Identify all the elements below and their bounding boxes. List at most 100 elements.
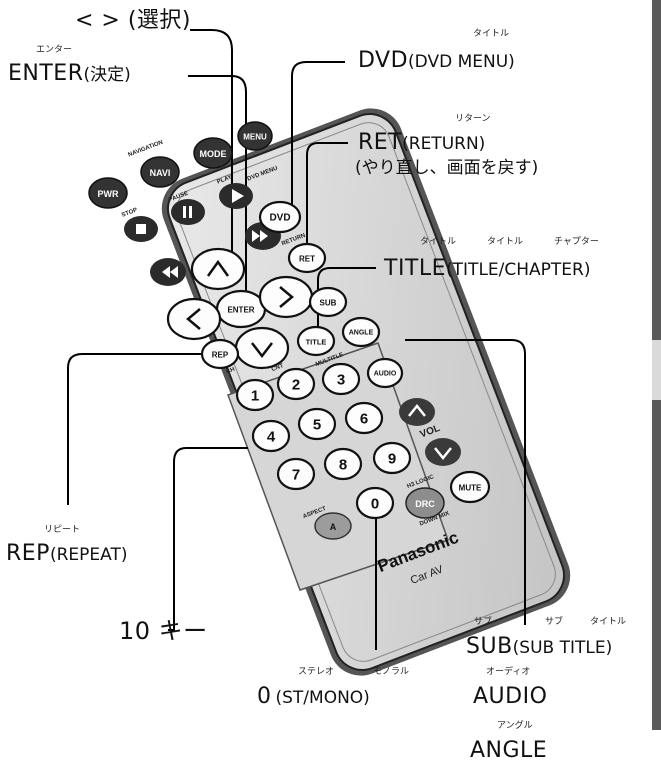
leader-10key	[168, 447, 248, 631]
leader-sub	[405, 339, 526, 625]
stop-label: STOP	[121, 207, 138, 218]
menu-label: MENU	[243, 133, 267, 142]
a-button	[314, 512, 352, 540]
angle-callout: ANGLE	[470, 738, 548, 763]
num4-button	[251, 419, 291, 453]
ret-callout: RET(RETURN)	[358, 132, 485, 154]
audio-button	[366, 357, 404, 389]
rep-callout: REP(REPEAT)	[6, 543, 127, 565]
num8-label: 8	[339, 457, 347, 474]
dvd-callout: DVD(DVD MENU)	[358, 50, 515, 72]
leader-title	[317, 267, 376, 335]
num6-label: 6	[360, 411, 368, 428]
navi-button	[140, 156, 180, 188]
num6-button	[344, 401, 384, 435]
audio-label: AUDIO	[374, 371, 397, 378]
title-ruby1: タイトル	[420, 237, 457, 247]
zero-ruby2: モノラル	[373, 667, 410, 677]
page-edge-bar-bottom	[652, 400, 661, 730]
num2-label: 2	[292, 377, 300, 394]
drc-label: DRC	[415, 499, 435, 509]
num1-label: 1	[251, 388, 259, 405]
vol-down-button	[425, 438, 461, 466]
right-arrow-icon	[279, 286, 294, 308]
sub-ruby2: サブ	[545, 617, 564, 627]
mute-label: MUTE	[459, 484, 482, 493]
dvd-sub: (DVD MENU)	[408, 52, 515, 72]
pause-icon-bar2	[189, 206, 192, 218]
vol-up-icon	[408, 403, 426, 417]
next-icon	[252, 230, 268, 242]
ch-label: CH	[226, 367, 236, 376]
enter-callout: ENTER(決定)	[8, 63, 131, 85]
dvd-ruby: タイトル	[473, 29, 510, 39]
play-icon	[232, 189, 244, 203]
num1-button	[235, 378, 275, 412]
angle-ruby: アングル	[497, 721, 533, 731]
page-edge-bar-top	[652, 0, 661, 340]
cnt-label: CNT	[271, 363, 285, 373]
mode-button	[193, 137, 233, 169]
up-button	[190, 247, 246, 291]
left-arrow-icon	[186, 308, 201, 330]
mode-label: MODE	[200, 149, 227, 159]
sub-callout: SUB(SUB TITLE)	[466, 636, 612, 658]
transport-icons	[136, 189, 452, 461]
prev-icon	[162, 266, 178, 278]
zero-callout: 0(ST/MONO)	[257, 686, 370, 708]
left-button	[166, 297, 222, 341]
num9-label: 9	[388, 451, 396, 468]
num2-button	[276, 367, 316, 401]
dvd-button	[258, 200, 302, 234]
menu-button	[237, 121, 273, 151]
leader-select	[190, 29, 233, 275]
angle-button	[341, 316, 381, 348]
num5-label: 5	[313, 417, 321, 434]
dvd-main: DVD	[358, 48, 409, 73]
sub-ruby1: サブ	[474, 617, 493, 627]
drc-button	[405, 487, 445, 519]
title-callout: TITLE(TITLE/CHAPTER)	[384, 258, 591, 280]
up-arrow-icon	[206, 259, 230, 277]
play-label: PLAY	[216, 174, 233, 185]
ret-main: RET	[358, 130, 403, 155]
pwr-label: PWR	[98, 189, 119, 199]
select-callout: < > (選択)	[75, 8, 192, 33]
ret-sub: (RETURN)	[402, 134, 486, 154]
vol-down-icon	[434, 447, 452, 461]
arrow-icons	[186, 259, 294, 359]
enter-ruby: エンター	[36, 45, 73, 55]
num5-button	[297, 407, 337, 441]
stop-icon	[136, 224, 146, 234]
sub-ruby3: タイトル	[590, 617, 627, 627]
num4-label: 4	[267, 429, 276, 446]
num8-button	[323, 447, 363, 481]
rep-main: REP	[6, 541, 50, 566]
pause-icon-bar1	[183, 206, 186, 218]
a-label: A	[330, 522, 337, 532]
sub-sub: (SUB TITLE)	[512, 638, 613, 658]
enter-main: ENTER	[8, 61, 84, 86]
right-button	[258, 275, 314, 319]
tenkey-callout: 10 キー	[119, 617, 208, 645]
rep-label: REP	[212, 351, 229, 360]
rep-sub: (REPEAT)	[49, 545, 128, 565]
vol-up-button	[399, 398, 435, 426]
leader-dvd	[291, 61, 345, 212]
ret-button	[287, 242, 327, 274]
leader-lines	[67, 29, 526, 650]
ret-sub2: (やり直し、画面を戻す)	[355, 158, 539, 178]
title-label: TITLE	[306, 338, 327, 347]
num3-button	[321, 362, 361, 396]
angle-label: ANGLE	[349, 330, 374, 337]
audio-callout: AUDIO	[473, 684, 548, 709]
num7-label: 7	[292, 467, 300, 484]
white-buttons	[166, 200, 491, 520]
title-main: TITLE	[384, 256, 447, 281]
down-button	[234, 326, 290, 370]
enter-sub: (決定)	[83, 65, 131, 85]
mute-button	[449, 470, 491, 504]
navigation-label: NAVIGATION	[127, 140, 163, 159]
title-button	[296, 325, 336, 357]
